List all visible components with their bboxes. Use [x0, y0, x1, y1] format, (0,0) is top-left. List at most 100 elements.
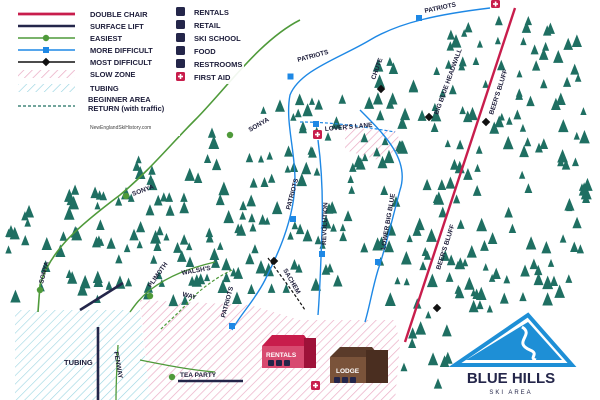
tree-icon	[415, 321, 427, 335]
tree-icon	[425, 310, 432, 319]
tree-icon	[437, 179, 447, 191]
tree-icon	[461, 258, 469, 267]
trail-lower-big-blue[interactable]	[359, 109, 403, 323]
tree-icon	[310, 277, 322, 291]
tree-icon	[324, 202, 334, 214]
tree-icon	[547, 258, 555, 267]
tree-icon	[571, 34, 582, 48]
easiest-marker	[168, 373, 176, 381]
tree-icon	[70, 184, 80, 195]
restrooms-icon	[342, 377, 348, 383]
tree-icon	[572, 216, 582, 229]
tree-icon	[520, 264, 530, 277]
food-icon	[176, 46, 185, 55]
first-aid-icon[interactable]	[311, 381, 320, 390]
first-aid-icon[interactable]	[313, 130, 322, 139]
tree-icon	[232, 291, 242, 304]
trail-walshs[interactable]	[159, 269, 233, 331]
tree-icon	[148, 165, 156, 175]
tree-icon	[209, 247, 220, 260]
service-retail: RETAIL	[194, 21, 221, 30]
tree-icon	[150, 229, 162, 244]
tree-icon	[464, 21, 473, 33]
tree-icon	[524, 15, 533, 26]
tree-icon	[333, 274, 343, 287]
tree-icon	[155, 225, 164, 236]
tree-icon	[136, 240, 143, 249]
tree-icon	[439, 355, 450, 368]
trail-tea-party[interactable]	[139, 359, 216, 373]
trail-sonya[interactable]	[37, 19, 301, 313]
tree-icon	[168, 294, 179, 307]
label-tubing: TUBING	[64, 358, 93, 367]
tree-icon	[67, 271, 78, 284]
tree-icon	[71, 226, 83, 241]
tree-icon	[373, 147, 381, 157]
first-aid-icon[interactable]	[491, 0, 500, 8]
tree-icon	[519, 292, 527, 302]
ski-school-icon	[350, 377, 356, 383]
tree-icon	[295, 223, 305, 235]
service-first-aid: FIRST AID	[194, 73, 231, 82]
tree-icon	[207, 127, 217, 138]
tree-icon	[489, 121, 500, 134]
more-difficult-marker	[416, 15, 422, 21]
trail-patriots[interactable]	[231, 7, 491, 331]
tree-icon	[218, 181, 230, 196]
tree-icon	[530, 44, 539, 55]
food-icon	[334, 377, 340, 383]
label-sonya-mid: SONYA	[131, 183, 155, 197]
trail-lovers-lane[interactable]	[299, 121, 396, 133]
tree-icon	[504, 206, 513, 218]
tree-icon	[574, 73, 582, 82]
tree-icon	[324, 132, 332, 141]
tree-icon	[571, 157, 579, 167]
trail-fenway[interactable]	[115, 344, 119, 400]
restrooms-icon	[176, 59, 185, 68]
tree-icon	[223, 209, 234, 224]
tree-icon	[321, 263, 331, 275]
most-difficult-marker	[481, 117, 491, 127]
tree-icon	[284, 145, 293, 157]
tree-icon	[488, 273, 496, 282]
tree-icon	[173, 241, 182, 253]
tree-icon	[308, 97, 315, 105]
label-lovers-lane: LOVER'S LANE	[325, 122, 374, 133]
tree-icon	[381, 136, 389, 146]
label-chute: CHUTE	[370, 57, 384, 81]
tree-icon	[383, 149, 395, 164]
tree-icon	[330, 223, 337, 232]
tree-icon	[557, 157, 565, 167]
tree-icon	[211, 256, 220, 268]
double-chair-lift[interactable]	[403, 7, 517, 343]
tree-icon	[474, 163, 481, 172]
tree-icon	[526, 95, 535, 107]
tree-icon	[376, 109, 385, 121]
tree-icon	[155, 270, 163, 280]
surface-lift-west[interactable]	[79, 281, 124, 312]
tree-icon	[217, 241, 224, 250]
tree-icon	[384, 240, 394, 253]
blue-hills-logo: BLUE HILLS SKI AREA	[448, 312, 577, 396]
tree-icon	[260, 106, 267, 114]
trail-plimoth[interactable]	[129, 261, 216, 313]
tree-icon	[246, 194, 256, 207]
tree-icon	[403, 277, 410, 286]
logo-mountain-outline	[448, 312, 577, 367]
trail-labels: PATRIOTS PATRIOTS PATRIOTS PATRIOTS SONY…	[38, 1, 509, 379]
tree-icon	[180, 192, 188, 202]
trail-revolution[interactable]	[317, 139, 324, 316]
legend-slow-zone: SLOW ZONE	[90, 70, 135, 79]
label-big-blue-headwall: BIG BLUE HEADWALL	[433, 48, 463, 116]
tree-icon	[487, 232, 498, 245]
tree-icon	[222, 271, 231, 283]
tree-icon	[59, 231, 68, 241]
lodge-building[interactable]: LODGE	[330, 347, 388, 383]
tree-icon	[203, 153, 212, 164]
most-difficult-marker	[269, 256, 279, 266]
tree-icon	[452, 194, 461, 204]
tree-icon	[520, 37, 527, 46]
tree-icon	[431, 102, 439, 112]
rentals-building[interactable]: RENTALS	[262, 335, 316, 368]
tree-icon	[291, 220, 299, 230]
